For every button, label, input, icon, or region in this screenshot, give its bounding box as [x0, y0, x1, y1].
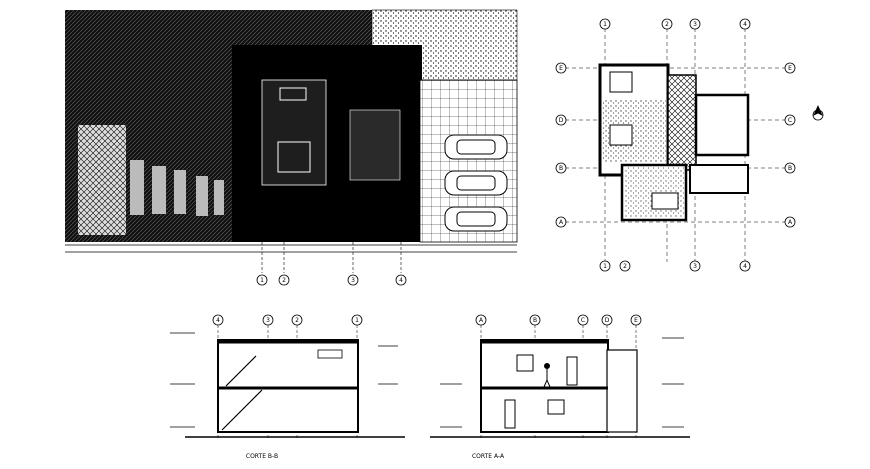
garden-bed-left [78, 125, 126, 235]
section-aa-annex [606, 349, 638, 433]
stair-core [667, 74, 697, 171]
section-aa-level-markers [440, 337, 684, 428]
courtyard [349, 109, 401, 181]
plan-axis-label-bottom: 1 [603, 263, 607, 270]
window-section [547, 399, 565, 415]
site-dimension-line [65, 244, 517, 253]
section-aa-axis-label: E [634, 317, 638, 324]
section-bb: 4 3 2 1 CORTE B-B [170, 314, 405, 460]
plan-axis-label-bottom: 4 [743, 263, 747, 270]
plan-axis-label-bottom: 3 [693, 263, 697, 270]
plan-axis-label-top: 2 [665, 21, 669, 28]
plan-axis-label-top: 1 [603, 21, 607, 28]
plan-axis-label-right: A [788, 219, 793, 226]
section-aa-axis-bubbles [475, 314, 642, 326]
section-aa-axis-label: A [479, 317, 484, 324]
plan-axis-label-right: E [788, 65, 792, 72]
plan-axis-label-left: D [559, 117, 564, 124]
section-bb-axis-label: 3 [266, 317, 270, 324]
section-bb-axis-label: 2 [295, 317, 299, 324]
site-axis-bubbles [256, 274, 407, 286]
site-axis-label: 1 [260, 277, 264, 284]
site-axis-label: 2 [282, 277, 286, 284]
bath-room [689, 164, 749, 194]
sofa-icon [279, 87, 307, 101]
plan-axis-label-left: A [559, 219, 564, 226]
section-bb-axis-label: 4 [216, 317, 220, 324]
plan-axis-label-right: B [788, 165, 792, 172]
floor-plan: 1 2 3 4 1 2 3 4 E D B A E C B A [555, 18, 824, 272]
section-aa-axis-label: C [581, 317, 585, 324]
floor-plan-axis-bubbles [555, 18, 796, 272]
section-aa-title: CORTE A-A [472, 453, 505, 460]
stair-section [221, 355, 263, 431]
car-icon [444, 134, 508, 232]
section-aa-axis-label: B [533, 317, 537, 324]
site-axis-label: 4 [399, 277, 403, 284]
plan-axis-label-left: E [559, 65, 563, 72]
window-section [317, 349, 343, 359]
living-room [261, 79, 327, 186]
plan-axis-label-left: B [559, 165, 563, 172]
human-figure-icon [543, 363, 551, 388]
bedroom-east [694, 93, 750, 157]
window-section [516, 354, 534, 372]
bed-icon [609, 71, 633, 93]
section-aa: A B C D E CORTE A-A [430, 314, 690, 460]
site-axis-label: 3 [351, 277, 355, 284]
plan-axis-label-top: 3 [693, 21, 697, 28]
site-axis-lines [261, 242, 402, 273]
section-bb-title: CORTE B-B [246, 453, 278, 460]
plan-axis-label-right: C [788, 117, 792, 124]
plan-axis-label-bottom: 2 [623, 263, 627, 270]
door-section [504, 399, 516, 429]
north-arrow-icon [812, 105, 824, 121]
shrub-row [130, 160, 224, 216]
site-plan: 1 2 3 4 [65, 9, 518, 286]
bed-icon [609, 124, 633, 146]
plan-axis-label-top: 4 [743, 21, 747, 28]
door-section [566, 356, 578, 386]
section-bb-axis-label: 1 [355, 317, 359, 324]
section-bb-axis-bubbles [212, 314, 363, 326]
sofa-icon [651, 192, 679, 210]
section-bb-level-markers [170, 332, 398, 428]
dining-table-icon [277, 141, 311, 173]
section-aa-axis-label: D [605, 317, 610, 324]
